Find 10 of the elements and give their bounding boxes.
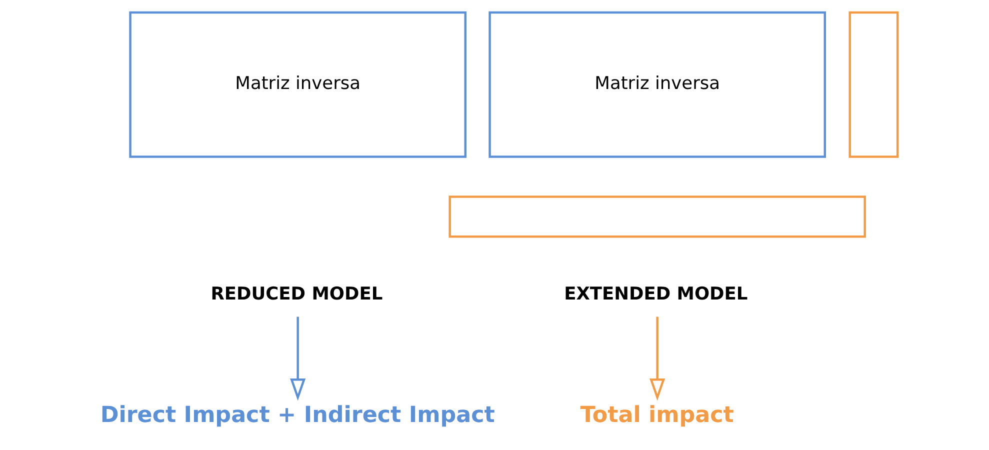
arrow (650, 316, 666, 401)
node-box (848, 11, 899, 158)
arrow (290, 316, 306, 401)
node-text: Direct Impact + Indirect Impact (100, 402, 495, 428)
node-text: Total impact (580, 402, 734, 428)
node-text: REDUCED MODEL (210, 284, 383, 305)
node-box: Matriz inversa (488, 11, 826, 158)
node-box: Matriz inversa (129, 11, 466, 158)
node-bar (448, 196, 866, 238)
node-text: EXTENDED MODEL (564, 284, 748, 305)
